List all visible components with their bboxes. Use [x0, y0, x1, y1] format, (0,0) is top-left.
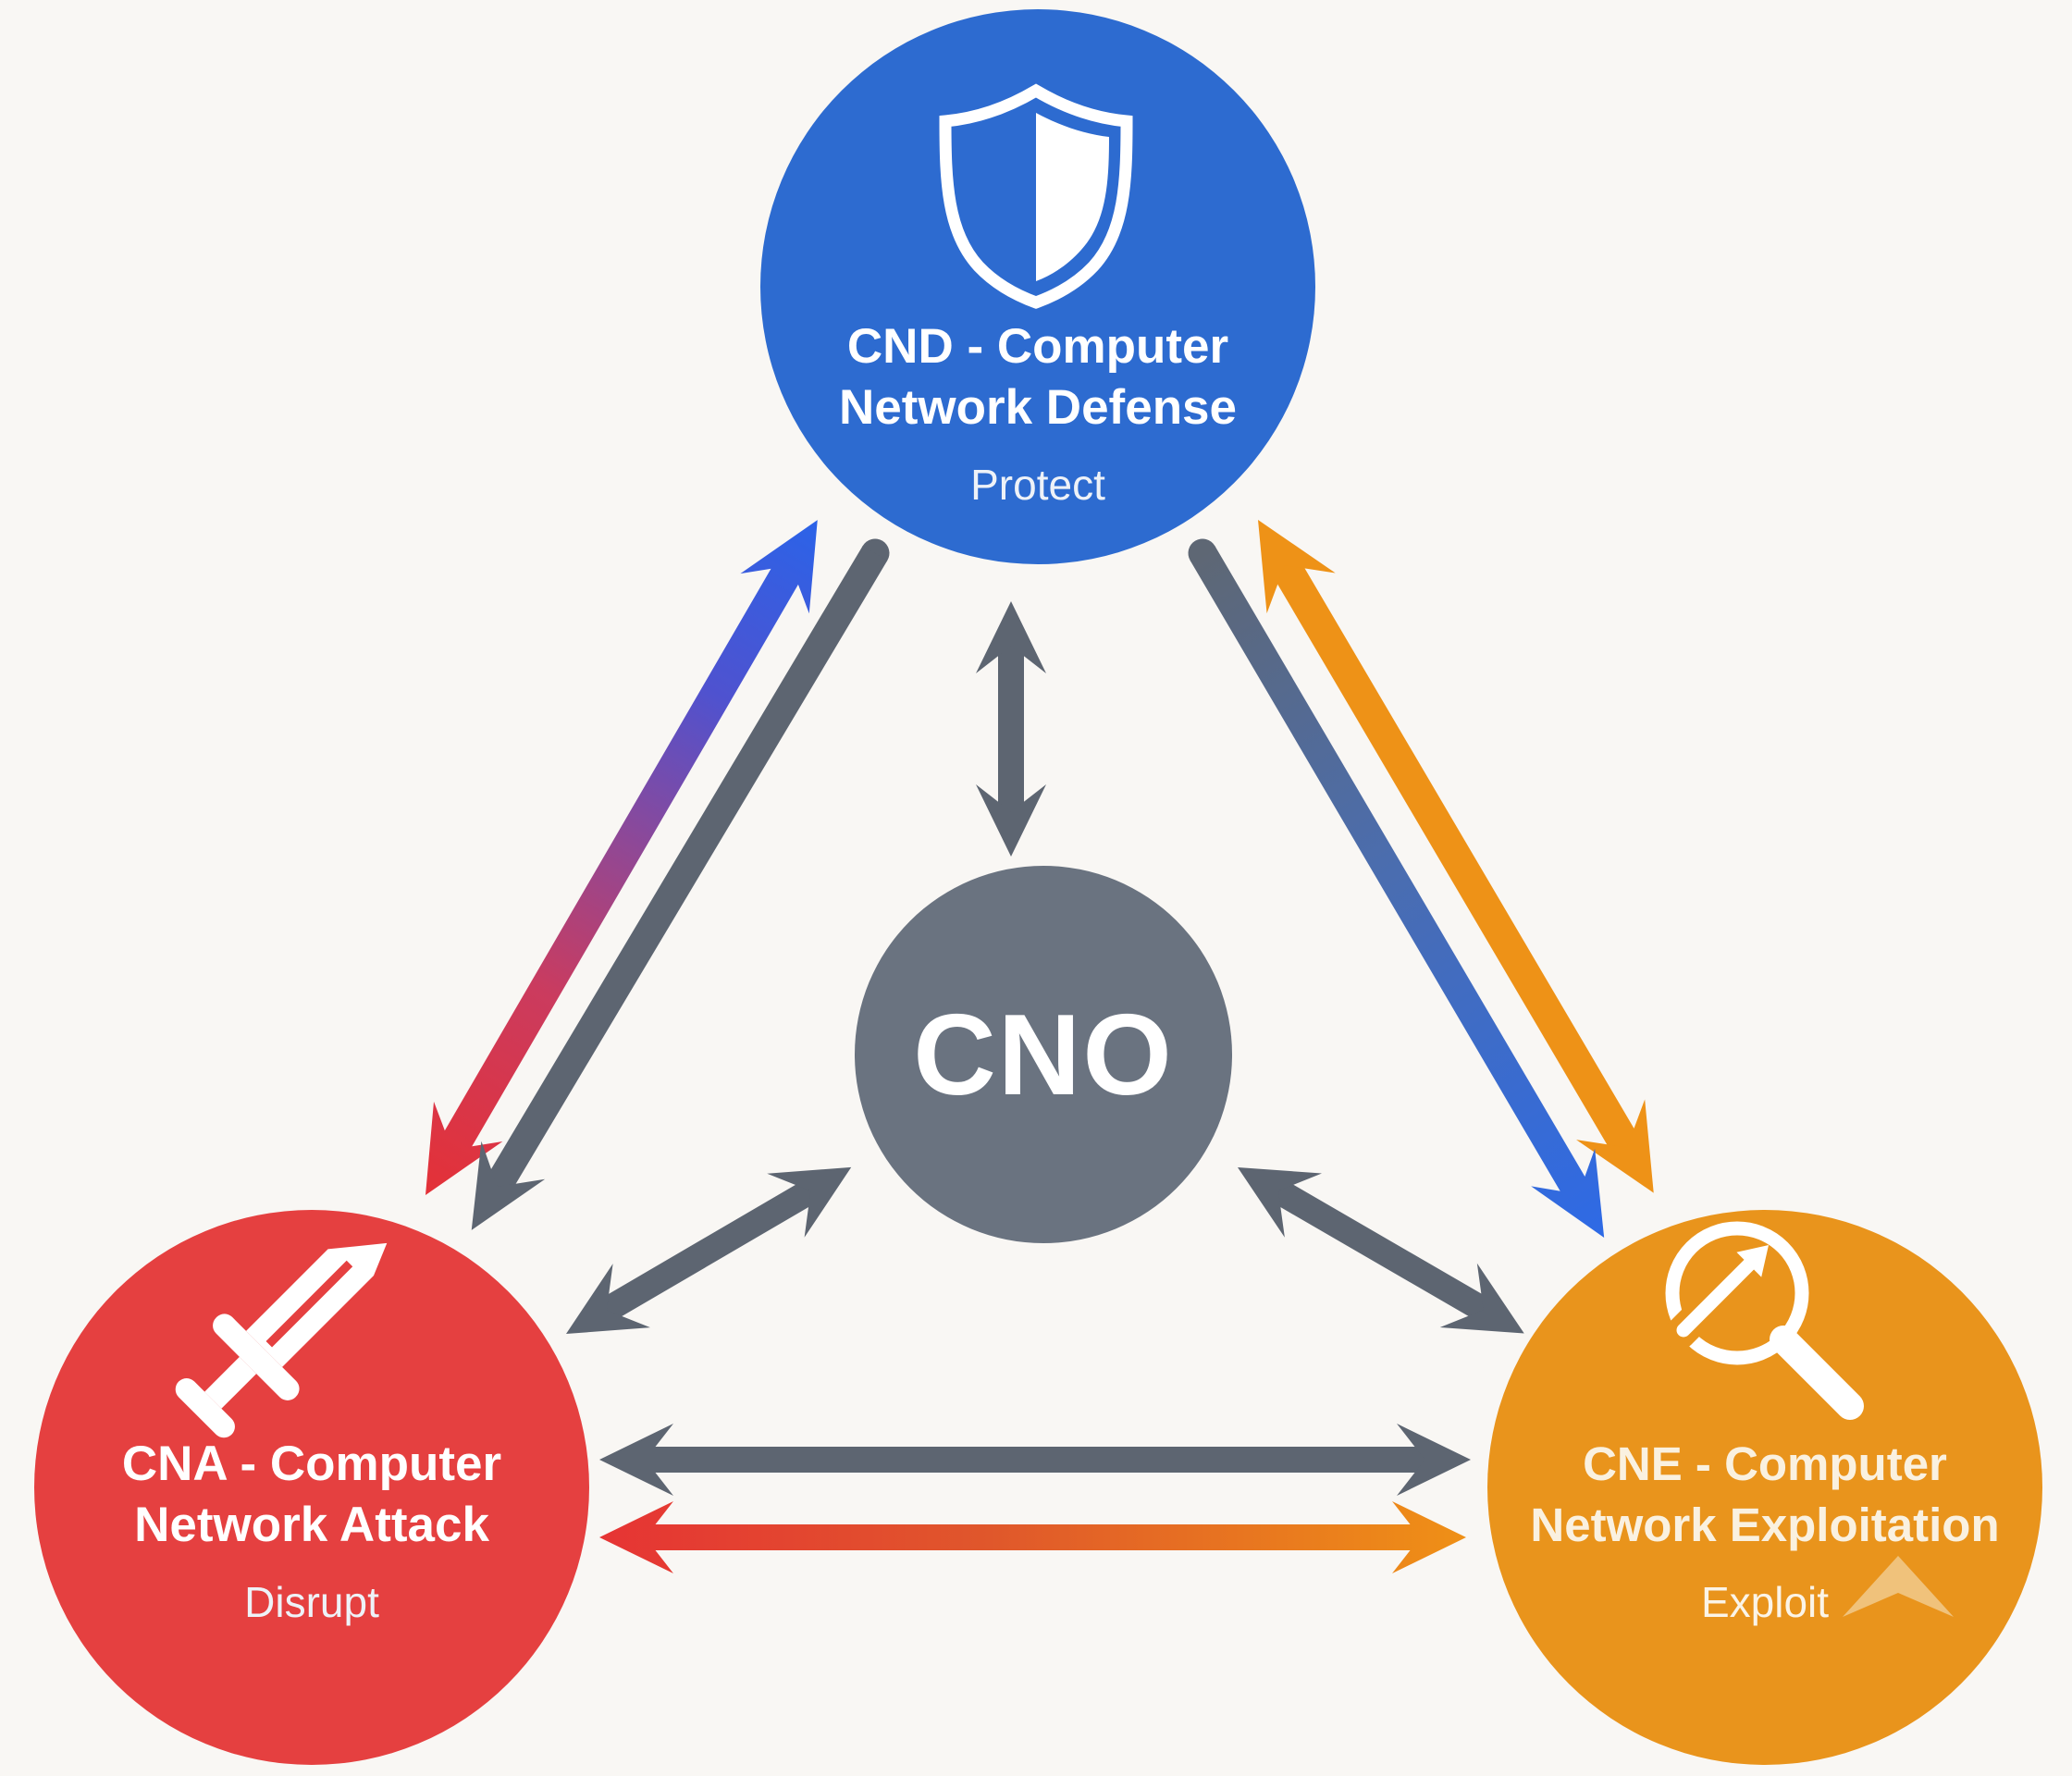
sword-icon	[175, 1242, 388, 1438]
cne-title-line2: Network Exploitation	[1530, 1498, 1999, 1551]
cna-subtitle: Disrupt	[244, 1578, 379, 1626]
node-cne: CNE - Computer Network Exploitation Expl…	[1487, 1210, 2042, 1765]
arrow-cna-cne-gradient	[599, 1501, 1466, 1573]
cna-circle	[34, 1210, 589, 1765]
cna-title-line2: Network Attack	[134, 1498, 489, 1552]
arrow-cnd-cne-orange	[1258, 520, 1654, 1193]
node-cna: CNA - Computer Network Attack Disrupt	[34, 1210, 589, 1765]
node-cno: CNO	[855, 866, 1232, 1243]
arrow-cnd-cna-gradient	[426, 520, 818, 1195]
arrow-cnd-cna-gray	[471, 538, 890, 1230]
arrow-cno-cne	[1238, 1167, 1524, 1334]
cnd-title-line2: Network Defense	[839, 380, 1237, 435]
arrow-cna-cne-gray	[599, 1424, 1471, 1496]
cno-label: CNO	[913, 992, 1174, 1119]
node-cnd: CND - Computer Network Defense Protect	[760, 9, 1315, 564]
watermark-shape	[1843, 1556, 1954, 1617]
magnifier-icon	[1664, 1221, 1864, 1420]
cne-subtitle: Exploit	[1701, 1578, 1829, 1626]
arrow-cno-cna	[566, 1166, 852, 1334]
cne-title-line1: CNE - Computer	[1583, 1437, 1947, 1490]
cnd-subtitle: Protect	[970, 461, 1105, 509]
cna-title-line1: CNA - Computer	[122, 1437, 501, 1491]
cnd-circle	[760, 9, 1315, 564]
cne-circle	[1487, 1210, 2042, 1765]
arrow-cnd-cno	[976, 601, 1046, 857]
cnd-title-line1: CND - Computer	[847, 319, 1228, 374]
arrow-cnd-cne-gradient	[1188, 538, 1605, 1239]
shield-icon	[939, 83, 1133, 309]
cno-circle	[855, 866, 1232, 1243]
